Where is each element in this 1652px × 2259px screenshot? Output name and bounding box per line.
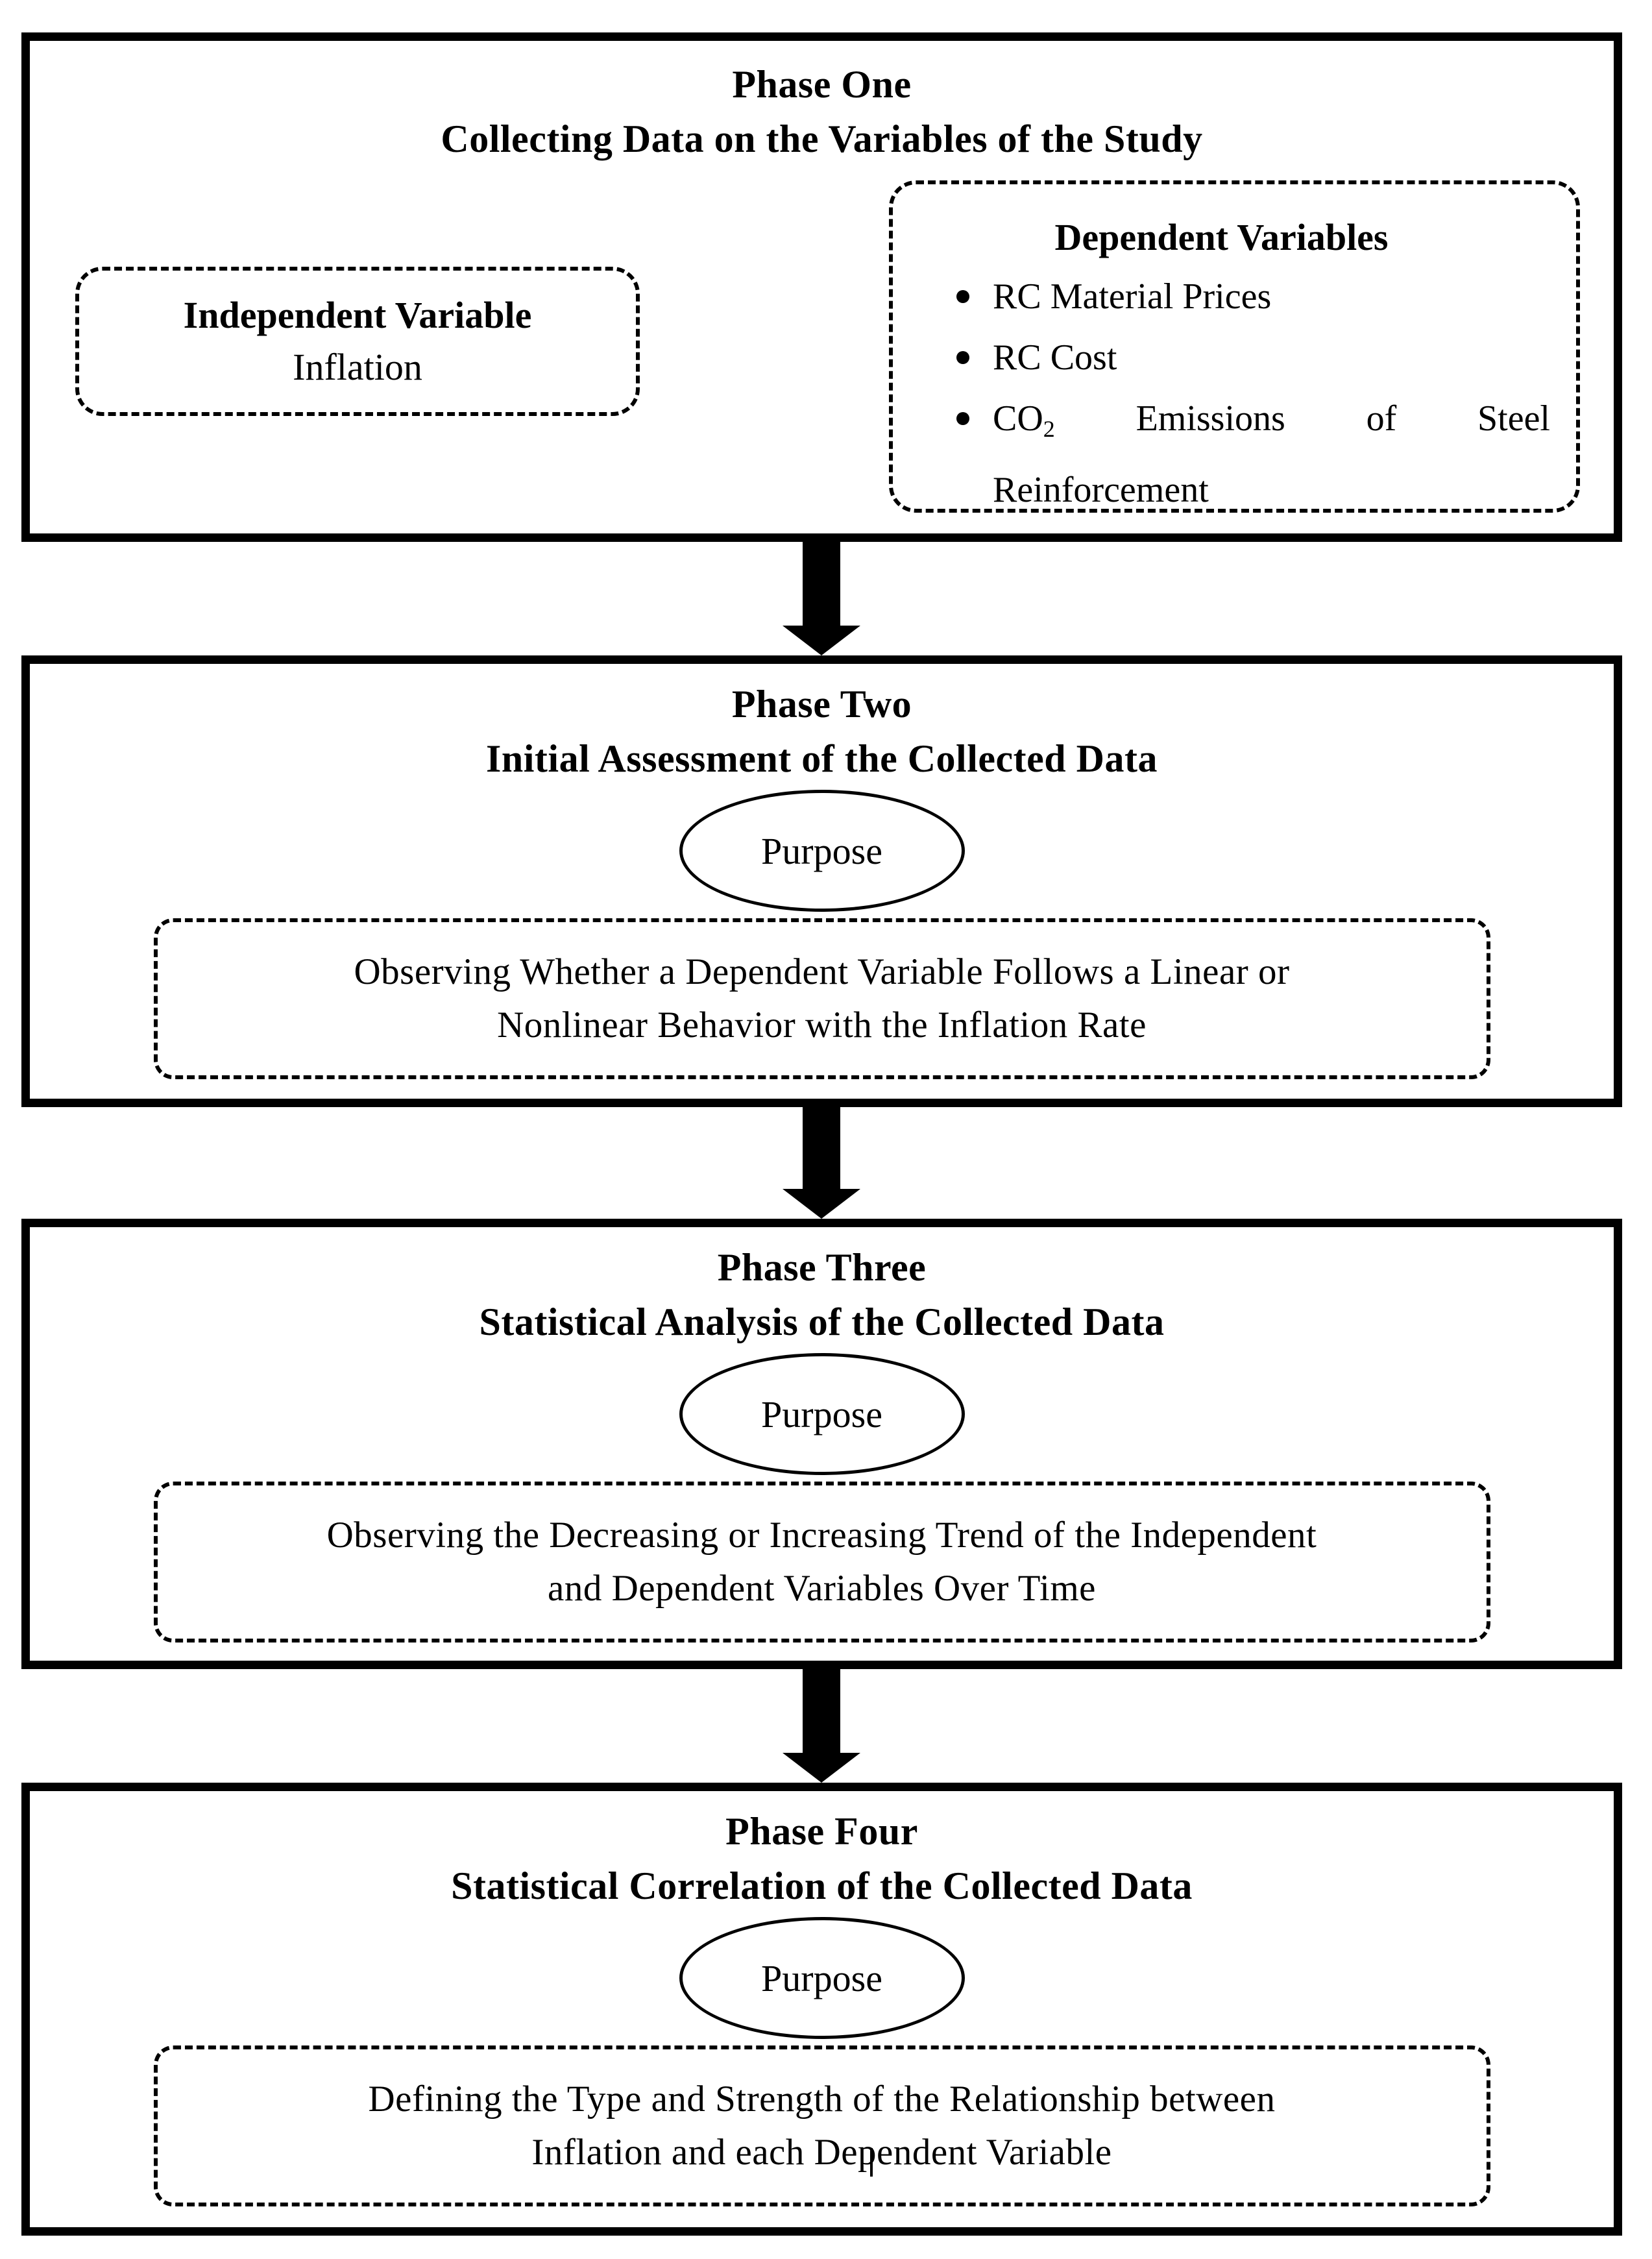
phase-two-box: Phase Two Initial Assessment of the Coll… <box>21 655 1622 1107</box>
phase-two-title: Phase Two Initial Assessment of the Coll… <box>30 664 1614 786</box>
dependent-variables-list: RC Material Prices RC Cost CO2 Emissions… <box>893 266 1550 520</box>
arrow-head-icon <box>783 626 860 655</box>
list-item-label: RC Material Prices <box>993 276 1272 317</box>
arrow-stem <box>803 1107 840 1189</box>
dependent-variables-heading: Dependent Variables <box>1054 216 1389 258</box>
purpose-label: Purpose <box>761 1957 882 1999</box>
list-item: CO2 Emissions of Steel Reinforcement <box>956 388 1550 520</box>
arrow-stem <box>803 542 840 626</box>
independent-variable-heading: Independent Variable <box>183 294 532 336</box>
text-cursor-artifact <box>870 2148 873 2177</box>
arrow-head-icon <box>783 1189 860 1219</box>
purpose-label: Purpose <box>761 829 882 872</box>
purpose-text-line1: Observing the Decreasing or Increasing T… <box>326 1515 1317 1556</box>
phase-one-box: Phase One Collecting Data on the Variabl… <box>21 32 1622 542</box>
purpose-text-line2: Nonlinear Behavior with the Inflation Ra… <box>497 1005 1147 1045</box>
independent-variable-value: Inflation <box>293 346 422 388</box>
down-arrow-3 <box>783 1669 860 1783</box>
wrapped-line: Reinforcement <box>993 470 1209 510</box>
purpose-description-box: Observing the Decreasing or Increasing T… <box>153 1482 1490 1642</box>
subscript: 2 <box>1043 416 1055 442</box>
phase-subtitle: Initial Assessment of the Collected Data <box>486 737 1158 780</box>
justified-line: CO2 Emissions of Steel <box>993 388 1550 459</box>
arrow-stem <box>803 1669 840 1753</box>
phase-one-title: Phase One Collecting Data on the Variabl… <box>30 41 1614 166</box>
down-arrow-2 <box>783 1107 860 1219</box>
co2-word: CO2 <box>993 398 1055 442</box>
purpose-description-box: Defining the Type and Strength of the Re… <box>153 2045 1490 2206</box>
purpose-ellipse: Purpose <box>679 1917 965 2039</box>
phase-four-title: Phase Four Statistical Correlation of th… <box>30 1791 1614 1913</box>
purpose-ellipse: Purpose <box>679 1353 965 1475</box>
phase-title: Phase Three <box>717 1246 927 1289</box>
arrow-head-icon <box>783 1753 860 1783</box>
list-item-label: CO2 Emissions of Steel Reinforcement <box>993 388 1550 520</box>
dependent-variables-box: Dependent Variables RC Material Prices R… <box>889 180 1580 513</box>
phase-four-box: Phase Four Statistical Correlation of th… <box>21 1783 1622 2236</box>
list-item-label: RC Cost <box>993 337 1117 378</box>
phase-title: Phase One <box>732 63 912 106</box>
independent-variable-box: Independent Variable Inflation <box>75 267 640 416</box>
phase-subtitle: Statistical Analysis of the Collected Da… <box>479 1300 1165 1343</box>
bullet-icon <box>956 412 969 425</box>
phase-three-box: Phase Three Statistical Analysis of the … <box>21 1219 1622 1669</box>
phase-title: Phase Two <box>731 683 912 726</box>
bullet-icon <box>956 290 969 303</box>
purpose-text-line1: Defining the Type and Strength of the Re… <box>368 2079 1276 2119</box>
list-item: RC Cost <box>956 327 1550 388</box>
phase-subtitle: Statistical Correlation of the Collected… <box>451 1864 1193 1907</box>
purpose-text-line2: and Dependent Variables Over Time <box>548 1568 1096 1609</box>
phase-title: Phase Four <box>725 1810 918 1853</box>
phase-three-title: Phase Three Statistical Analysis of the … <box>30 1227 1614 1349</box>
down-arrow-1 <box>783 542 860 655</box>
purpose-text-line1: Observing Whether a Dependent Variable F… <box>354 951 1290 992</box>
purpose-description-box: Observing Whether a Dependent Variable F… <box>153 918 1490 1079</box>
bullet-icon <box>956 351 969 364</box>
purpose-ellipse: Purpose <box>679 790 965 912</box>
purpose-text-line2: Inflation and each Dependent Variable <box>531 2132 1112 2173</box>
list-item: RC Material Prices <box>956 266 1550 327</box>
purpose-label: Purpose <box>761 1393 882 1435</box>
phase-subtitle: Collecting Data on the Variables of the … <box>441 117 1203 160</box>
